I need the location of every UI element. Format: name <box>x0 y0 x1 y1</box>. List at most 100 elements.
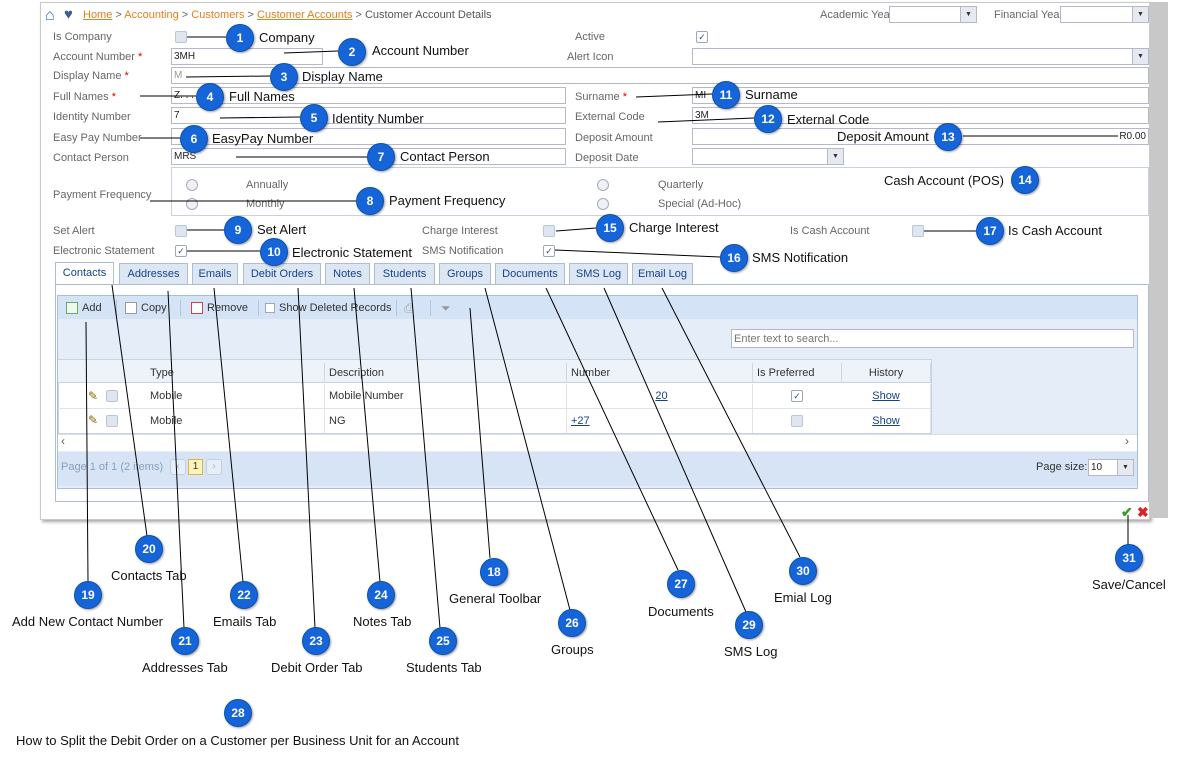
radio-special-adhoc[interactable] <box>597 198 609 210</box>
identity-number-field[interactable]: 7 <box>171 107 566 124</box>
external-code-field[interactable]: 3M <box>692 107 1149 124</box>
set-alert-label: Set Alert <box>53 225 95 237</box>
radio-quarterly[interactable] <box>597 179 609 191</box>
page-size-select[interactable]: 10▼ <box>1088 459 1134 476</box>
quarterly-label: Quarterly <box>658 179 704 191</box>
scroll-right-arrow-icon[interactable]: › <box>1125 434 1129 448</box>
deposit-date-picker[interactable]: ▼ <box>692 148 844 165</box>
financial-year-label: Financial Year <box>994 9 1064 21</box>
callout-label: Is Cash Account <box>1008 223 1102 238</box>
print-icon[interactable]: ⎙ <box>404 301 414 315</box>
breadcrumb-accounting[interactable]: Accounting <box>124 9 179 21</box>
callout-badge: 20 <box>135 535 163 563</box>
favourite-heart-icon[interactable]: ♥ <box>64 6 73 23</box>
show-deleted-toggle[interactable]: Show Deleted Records <box>265 299 392 317</box>
is-preferred-checkbox[interactable]: ✓ <box>791 390 803 402</box>
add-button[interactable]: Add <box>66 299 102 317</box>
is-cash-account-checkbox[interactable] <box>912 225 924 237</box>
edit-pencil-icon[interactable]: ✎ <box>88 413 99 427</box>
chevron-down-icon[interactable]: ▼ <box>1117 460 1133 475</box>
callout-label: Deposit Amount <box>837 129 929 144</box>
column-header-history[interactable]: History <box>842 363 931 383</box>
row-select-checkbox[interactable] <box>106 390 118 402</box>
breadcrumb-customers[interactable]: Customers <box>191 9 245 21</box>
tab-groups[interactable]: Groups <box>439 263 491 284</box>
tab-addresses[interactable]: Addresses <box>119 263 188 284</box>
home-icon[interactable]: ⌂ <box>45 7 55 24</box>
tab-students[interactable]: Students <box>374 263 435 284</box>
cancel-cross-icon[interactable]: ✖ <box>1137 504 1149 520</box>
callout-label: SMS Notification <box>752 250 849 265</box>
remove-button[interactable]: Remove <box>191 299 248 317</box>
column-header-is-preferred[interactable]: Is Preferred <box>753 363 842 383</box>
tab-debit-orders[interactable]: Debit Orders <box>243 263 321 284</box>
academic-year-select[interactable]: ▼ <box>889 6 977 23</box>
is-preferred-checkbox[interactable] <box>791 415 803 427</box>
table-row[interactable] <box>58 384 931 409</box>
contacts-tab-panel <box>55 284 1149 502</box>
alert-icon-select[interactable]: ▼ <box>692 48 1149 65</box>
callout-label: How to Split the Debit Order on a Custom… <box>16 733 459 748</box>
radio-annually[interactable] <box>186 179 198 191</box>
sms-notification-checkbox[interactable]: ✓ <box>543 245 555 257</box>
column-header-type[interactable]: Type <box>146 363 325 383</box>
save-check-icon[interactable]: ✔ <box>1121 504 1133 520</box>
electronic-statement-checkbox[interactable]: ✓ <box>175 245 187 257</box>
edit-pencil-icon[interactable]: ✎ <box>88 389 99 403</box>
callout-label: External Code <box>787 112 870 127</box>
horizontal-scrollbar[interactable] <box>58 434 1137 451</box>
prev-page-icon[interactable]: ‹ <box>170 459 186 475</box>
show-deleted-checkbox[interactable] <box>265 303 275 314</box>
callout-badge: 16 <box>720 244 748 272</box>
tab-emails[interactable]: Emails <box>192 263 238 284</box>
history-link[interactable]: Show <box>842 409 931 433</box>
is-company-checkbox[interactable] <box>175 31 187 43</box>
callout-badge: 23 <box>302 627 330 655</box>
contact-person-label: Contact Person <box>53 152 129 164</box>
search-input[interactable] <box>731 329 1134 348</box>
charge-interest-checkbox[interactable] <box>543 225 555 237</box>
chevron-down-icon[interactable]: ▼ <box>960 7 976 22</box>
display-name-field[interactable]: M <box>171 67 1149 84</box>
chevron-down-icon[interactable]: ▼ <box>1132 7 1148 22</box>
copy-icon <box>125 302 137 315</box>
column-header-number[interactable]: Number <box>567 363 753 383</box>
tab-sms-log[interactable]: SMS Log <box>569 263 628 284</box>
copy-button[interactable]: Copy <box>125 299 167 317</box>
cell-number[interactable]: +27 <box>567 409 753 433</box>
calendar-dropdown-icon[interactable]: ▼ <box>827 149 843 164</box>
history-link[interactable]: Show <box>842 384 931 408</box>
tab-documents[interactable]: Documents <box>495 263 565 284</box>
callout-badge: 29 <box>735 611 763 639</box>
cell-description: NG <box>325 409 567 433</box>
financial-year-select[interactable]: ▼ <box>1060 6 1149 23</box>
tab-contacts[interactable]: Contacts <box>55 262 114 285</box>
scroll-left-arrow-icon[interactable]: ‹ <box>61 434 65 448</box>
current-page-button[interactable]: 1 <box>188 459 203 475</box>
electronic-statement-label: Electronic Statement <box>53 245 155 257</box>
callout-label: Payment Frequency <box>389 193 506 208</box>
easy-pay-number-field[interactable] <box>171 128 566 145</box>
next-page-icon[interactable]: › <box>206 459 222 475</box>
tab-notes[interactable]: Notes <box>325 263 370 284</box>
deposit-amount-label: Deposit Amount <box>575 132 653 144</box>
deposit-amount-field[interactable]: R0.00 <box>692 128 1149 145</box>
vertical-scrollbar[interactable] <box>1150 2 1168 518</box>
set-alert-checkbox[interactable] <box>175 225 187 237</box>
callout-badge: 18 <box>480 558 508 586</box>
column-header-description[interactable]: Description <box>325 363 567 383</box>
row-select-checkbox[interactable] <box>106 415 118 427</box>
callout-label: Students Tab <box>406 660 482 675</box>
chevron-down-icon[interactable]: ▼ <box>1132 49 1148 64</box>
breadcrumb-home[interactable]: Home <box>83 9 113 21</box>
easy-pay-number-label: Easy Pay Number <box>53 132 142 144</box>
filter-icon[interactable]: ⏷ <box>441 301 451 315</box>
breadcrumb-separator: > <box>115 9 122 21</box>
surname-field[interactable]: MI <box>692 87 1149 104</box>
callout-label: Set Alert <box>257 222 307 237</box>
cell-number[interactable]: 20 <box>567 384 753 408</box>
payment-frequency-group <box>171 167 1149 216</box>
active-checkbox[interactable]: ✓ <box>696 31 708 43</box>
tab-email-log[interactable]: Email Log <box>632 263 693 284</box>
breadcrumb-customer-accounts[interactable]: Customer Accounts <box>257 9 353 21</box>
